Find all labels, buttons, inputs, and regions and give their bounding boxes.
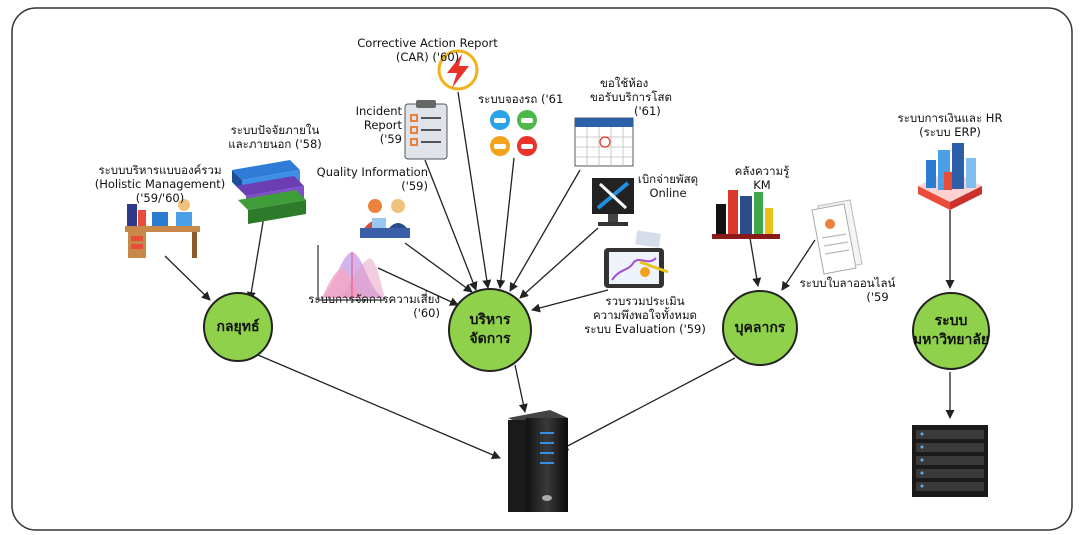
arrow-evaluation-to-management — [531, 289, 609, 313]
connector-arrows — [164, 91, 955, 460]
label-km: คลังความรู้ KM — [734, 164, 790, 192]
label-leave: ระบบใบลาออนไลน์ ('59 — [799, 276, 896, 304]
hub-strategy: กลยุทธ์ — [203, 292, 273, 362]
hub-personnel-label: บุคลากร — [734, 319, 786, 336]
binders-icon — [232, 160, 306, 224]
arrow-quality-to-management — [404, 242, 473, 293]
label-incident: Incident Report ('59 — [355, 104, 402, 146]
arrow-km-to-personnel — [749, 237, 762, 287]
arrow-cars-to-management — [496, 157, 515, 289]
document-icon — [811, 199, 863, 275]
label-erp: ระบบการเงินและ HR (ระบบ ERP) — [897, 111, 1003, 139]
tools-monitor-icon — [592, 178, 634, 226]
server-rack-icon — [912, 425, 988, 497]
hub-university-label-line2: มหาวิทยาลัย — [912, 332, 990, 348]
lightning-icon — [437, 49, 479, 91]
hub-management-label-line2: จัดการ — [469, 331, 511, 347]
cars-icon — [490, 110, 537, 156]
diagram-frame — [11, 7, 1073, 531]
arrow-risk-to-management — [377, 267, 459, 306]
tablet-chart-icon — [604, 230, 669, 288]
arrow-supplies-to-management — [519, 227, 599, 299]
label-car: Corrective Action Report (CAR) ('60) — [357, 36, 498, 64]
calendar-icon — [574, 117, 634, 167]
label-supplies: เบิกจ่ายพัสดุ Online — [637, 172, 699, 200]
books-icon — [712, 190, 780, 239]
hub-strategy-label: กลยุทธ์ — [216, 318, 260, 335]
office-worker-icon — [125, 199, 200, 258]
city-buildings-icon — [918, 143, 982, 210]
hub-university-label-line1: ระบบ — [934, 313, 968, 329]
server-icon — [508, 410, 568, 512]
arrow-holistic-to-strategy — [164, 255, 211, 301]
hub-management-label-line1: บริหาร — [469, 312, 511, 328]
arrow-car-to-management — [457, 91, 492, 289]
label-risk: ระบบการจัดการความเสี่ยง ('60) — [308, 292, 440, 320]
arrow-personnel-to-server — [559, 357, 736, 451]
arrow-strategy-to-server — [257, 354, 501, 460]
label-room: ขอใช้ห้อง ขอรับบริการโสต ('61) — [590, 76, 672, 118]
clipboard-icon — [404, 100, 448, 160]
arrow-leave-to-personnel — [781, 239, 816, 291]
label-quality: Quality Information ('59) — [316, 165, 428, 193]
hub-management: บริหาร จัดการ — [448, 288, 532, 372]
arrow-room-to-management — [509, 169, 581, 292]
label-internal-external: ระบบปัจจัยภายใน และภายนอก ('58) — [228, 123, 322, 151]
arrow-internal-to-strategy — [246, 209, 266, 301]
arrow-management-to-server — [514, 364, 528, 413]
label-evaluation: รวบรวมประเมิน ความพึงพอใจทั้งหมด ระบบ Ev… — [584, 294, 706, 336]
label-holistic: ระบบบริหารแบบองค์รวม (Holistic Managemen… — [94, 163, 226, 205]
arrow-incident-to-management — [424, 159, 478, 291]
bell-curve-chart-icon — [317, 245, 385, 301]
hub-personnel: บุคลากร — [722, 290, 798, 366]
meeting-people-icon — [360, 199, 410, 238]
label-vehicle-booking: ระบบจองรถ ('61 — [478, 92, 564, 106]
hub-university: ระบบ มหาวิทยาลัย — [912, 292, 990, 370]
